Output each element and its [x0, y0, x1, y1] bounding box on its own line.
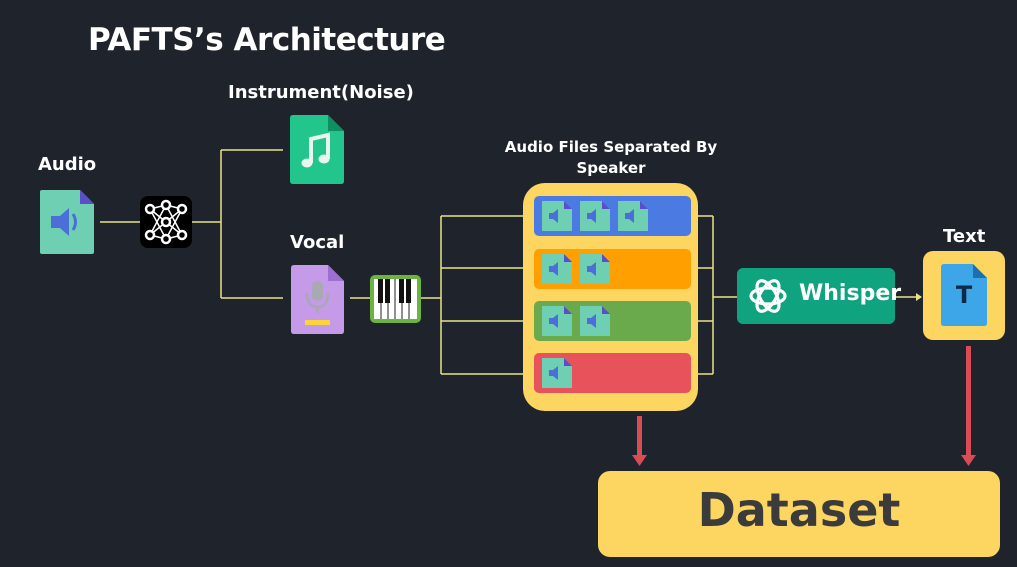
text-file-icon — [941, 264, 987, 326]
speaker-file-icon — [580, 254, 610, 284]
speaker-row-1 — [534, 196, 691, 236]
dataset-box: Dataset — [598, 471, 1000, 557]
speaker-file-icon — [618, 201, 648, 231]
page-title: PAFTS’s Architecture — [88, 22, 446, 58]
speaker-files-box — [523, 183, 698, 411]
speaker-file-icon — [542, 358, 572, 388]
microphone-file-icon — [291, 265, 344, 334]
down-arrows — [632, 346, 976, 466]
music-file-icon — [290, 115, 344, 184]
speaker-file-icon — [542, 254, 572, 284]
separated-label: Audio Files Separated By Speaker — [504, 138, 718, 177]
text-file-glyph: T — [955, 281, 973, 309]
vocal-label: Vocal — [290, 232, 345, 253]
speaker-row-3 — [534, 301, 691, 341]
text-box: T — [923, 251, 1005, 340]
instrument-label: Instrument(Noise) — [228, 82, 414, 103]
speaker-row-2 — [534, 249, 691, 289]
speaker-row-4 — [534, 353, 691, 393]
whisper-label: Whisper — [799, 281, 902, 306]
text-label: Text — [943, 226, 986, 247]
audio-label: Audio — [38, 154, 97, 175]
neural-network-icon — [140, 196, 192, 248]
whisper-box: Whisper — [737, 268, 901, 324]
speaker-file-icon — [542, 306, 572, 336]
speaker-file-icon — [580, 201, 610, 231]
dataset-label: Dataset — [697, 483, 901, 537]
speaker-file-icon — [542, 201, 572, 231]
piano-icon — [370, 275, 421, 323]
openai-logo-icon — [749, 279, 787, 313]
speaker-file-icon — [580, 306, 610, 336]
audio-file-icon — [40, 190, 94, 254]
